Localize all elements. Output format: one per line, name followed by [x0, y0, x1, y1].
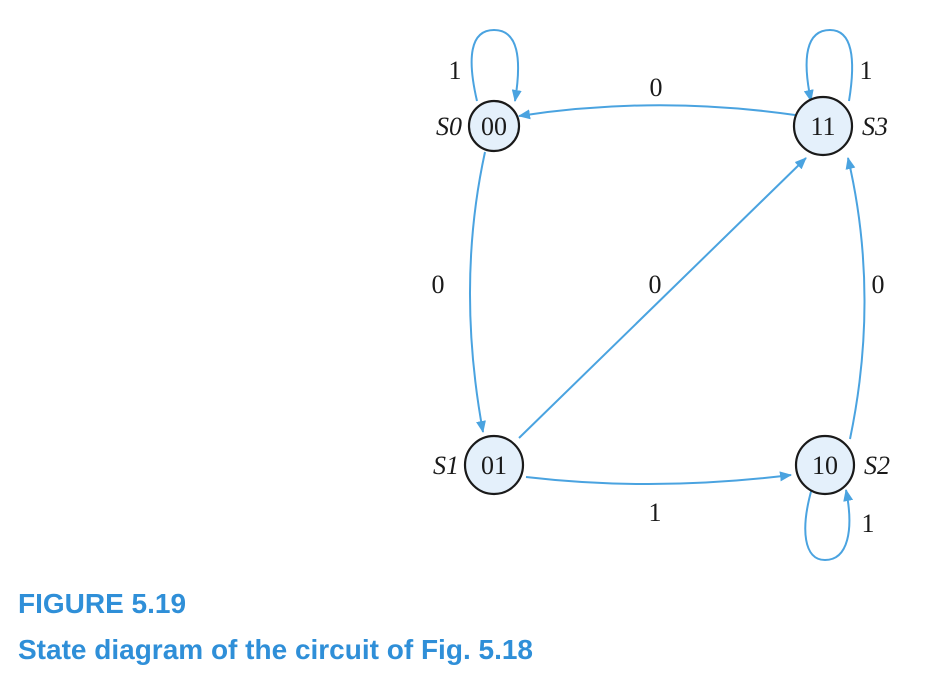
label-s2-self: 1	[862, 509, 875, 538]
label-s0-self: 1	[449, 56, 462, 85]
edge-s0-to-s1	[468, 151, 486, 433]
state-s1-code: 01	[481, 451, 507, 480]
label-s3-self: 1	[860, 56, 873, 85]
label-s2-to-s3: 0	[872, 270, 885, 299]
figure-number: FIGURE 5.19	[18, 588, 187, 619]
state-s2-code: 10	[812, 451, 838, 480]
edge-s1-to-s2	[525, 471, 792, 486]
edge-s2-to-s3	[845, 157, 866, 440]
state-s1: 01 S1	[433, 434, 525, 496]
label-s1-to-s2: 1	[649, 498, 662, 527]
state-s1-name: S1	[433, 451, 459, 480]
state-s0-code: 00	[481, 112, 507, 141]
edge-s2-self	[804, 487, 854, 562]
label-s0-to-s1: 0	[432, 270, 445, 299]
state-s3: 11 S3	[792, 95, 888, 157]
edge-s3-to-s0	[518, 104, 796, 120]
figure-caption: State diagram of the circuit of Fig. 5.1…	[18, 634, 533, 665]
state-s0: 00 S0	[436, 99, 521, 153]
state-s2: 10 S2	[794, 434, 890, 496]
edge-s1-to-s3	[518, 157, 807, 439]
label-s1-to-s3: 0	[649, 270, 662, 299]
state-s2-name: S2	[864, 451, 890, 480]
label-s3-to-s0: 0	[650, 73, 663, 102]
edge-s3-self	[803, 28, 854, 102]
state-s0-name: S0	[436, 112, 462, 141]
state-s3-code: 11	[810, 112, 835, 141]
edge-s0-self	[470, 28, 522, 102]
state-s3-name: S3	[862, 112, 888, 141]
